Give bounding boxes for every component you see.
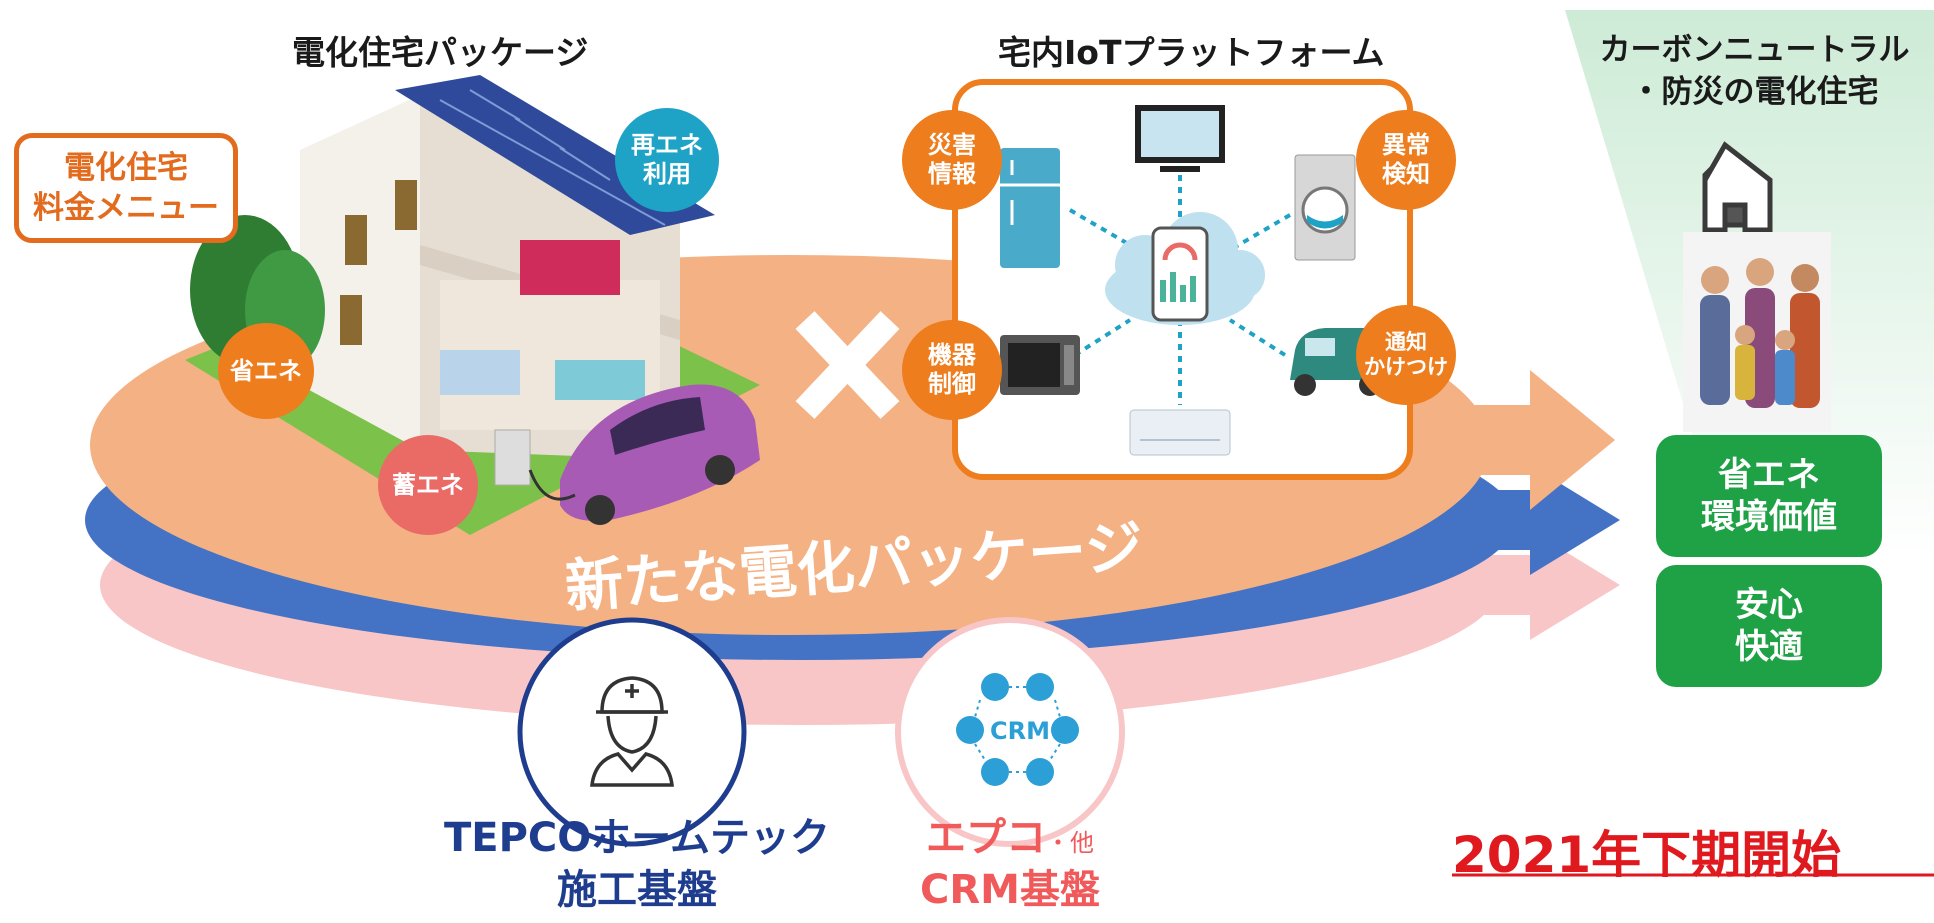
crm-icon-label: CRM (990, 717, 1050, 745)
goal-title-line1: カーボンニュートラル (1599, 32, 1910, 68)
tepco-label: TEPCOホームテック 施工基盤 (432, 812, 842, 916)
fridge-icon (1000, 148, 1060, 268)
tepco-line2: 施工基盤 (557, 867, 717, 913)
disaster-info-badge: 災害情報 (902, 110, 1002, 210)
peach-arrow (1440, 370, 1615, 510)
rate-menu-line1: 電化住宅 (64, 149, 188, 186)
pink-arrow (1460, 530, 1620, 640)
goal-title-line2: ・防災の電化住宅 (1630, 73, 1879, 110)
worker-circle (517, 617, 747, 847)
air-conditioner-icon (1129, 409, 1231, 456)
goal-house-icon (1702, 141, 1773, 233)
energy-storage-badge: 蓄エネ (378, 435, 478, 535)
device-control-badge: 機器制御 (902, 320, 1002, 420)
rate-menu-line2: 料金メニュー (33, 190, 219, 226)
crm-line2: CRM基盤 (920, 867, 1100, 913)
energy-saving-badge: 省エネ (218, 323, 314, 419)
anomaly-detection-badge: 異常検知 (1356, 110, 1456, 210)
blue-arrow (1460, 465, 1620, 575)
crm-circle (895, 617, 1125, 847)
family-photo (1683, 232, 1831, 432)
smartphone-icon (1151, 226, 1209, 322)
crm-vendor-other: ・他 (1046, 829, 1094, 857)
goal-title: カーボンニュートラル ・防災の電化住宅 (1575, 30, 1934, 114)
renewable-badge: 再エネ利用 (615, 108, 719, 212)
start-date: 2021年下期開始 (1452, 826, 1842, 884)
house-wall-left (300, 95, 420, 450)
crm-label: エプコ・他 CRM基盤 (880, 812, 1140, 916)
notify-rush-badge: 通知かけつけ (1356, 305, 1456, 405)
crm-icon-nodes (956, 673, 1079, 786)
package-title: 電化住宅パッケージ (292, 33, 589, 72)
crm-vendor: エプコ (926, 815, 1046, 861)
cloud-icon (1105, 212, 1265, 325)
cross-symbol (795, 311, 900, 419)
goal-box-safety: 安心 快適 (1656, 565, 1882, 687)
tepco-line1: TEPCOホームテック (443, 815, 831, 861)
goal-box-energy: 省エネ 環境価値 (1656, 435, 1882, 557)
ev-car (560, 384, 760, 521)
iot-title: 宅内IoTプラットフォーム (998, 33, 1385, 72)
rate-menu-box: 電化住宅 料金メニュー (14, 133, 238, 243)
storage-battery (494, 429, 531, 486)
worker-icon (590, 676, 674, 787)
